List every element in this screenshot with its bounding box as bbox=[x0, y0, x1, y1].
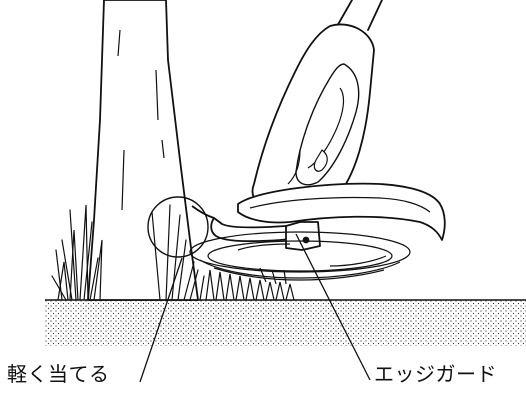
ground bbox=[45, 300, 526, 346]
motor-housing bbox=[252, 24, 374, 206]
tree-trunk bbox=[88, 0, 198, 300]
label-edge-guard: エッジガード bbox=[374, 362, 497, 386]
label-light-touch: 軽く当てる bbox=[7, 362, 110, 386]
